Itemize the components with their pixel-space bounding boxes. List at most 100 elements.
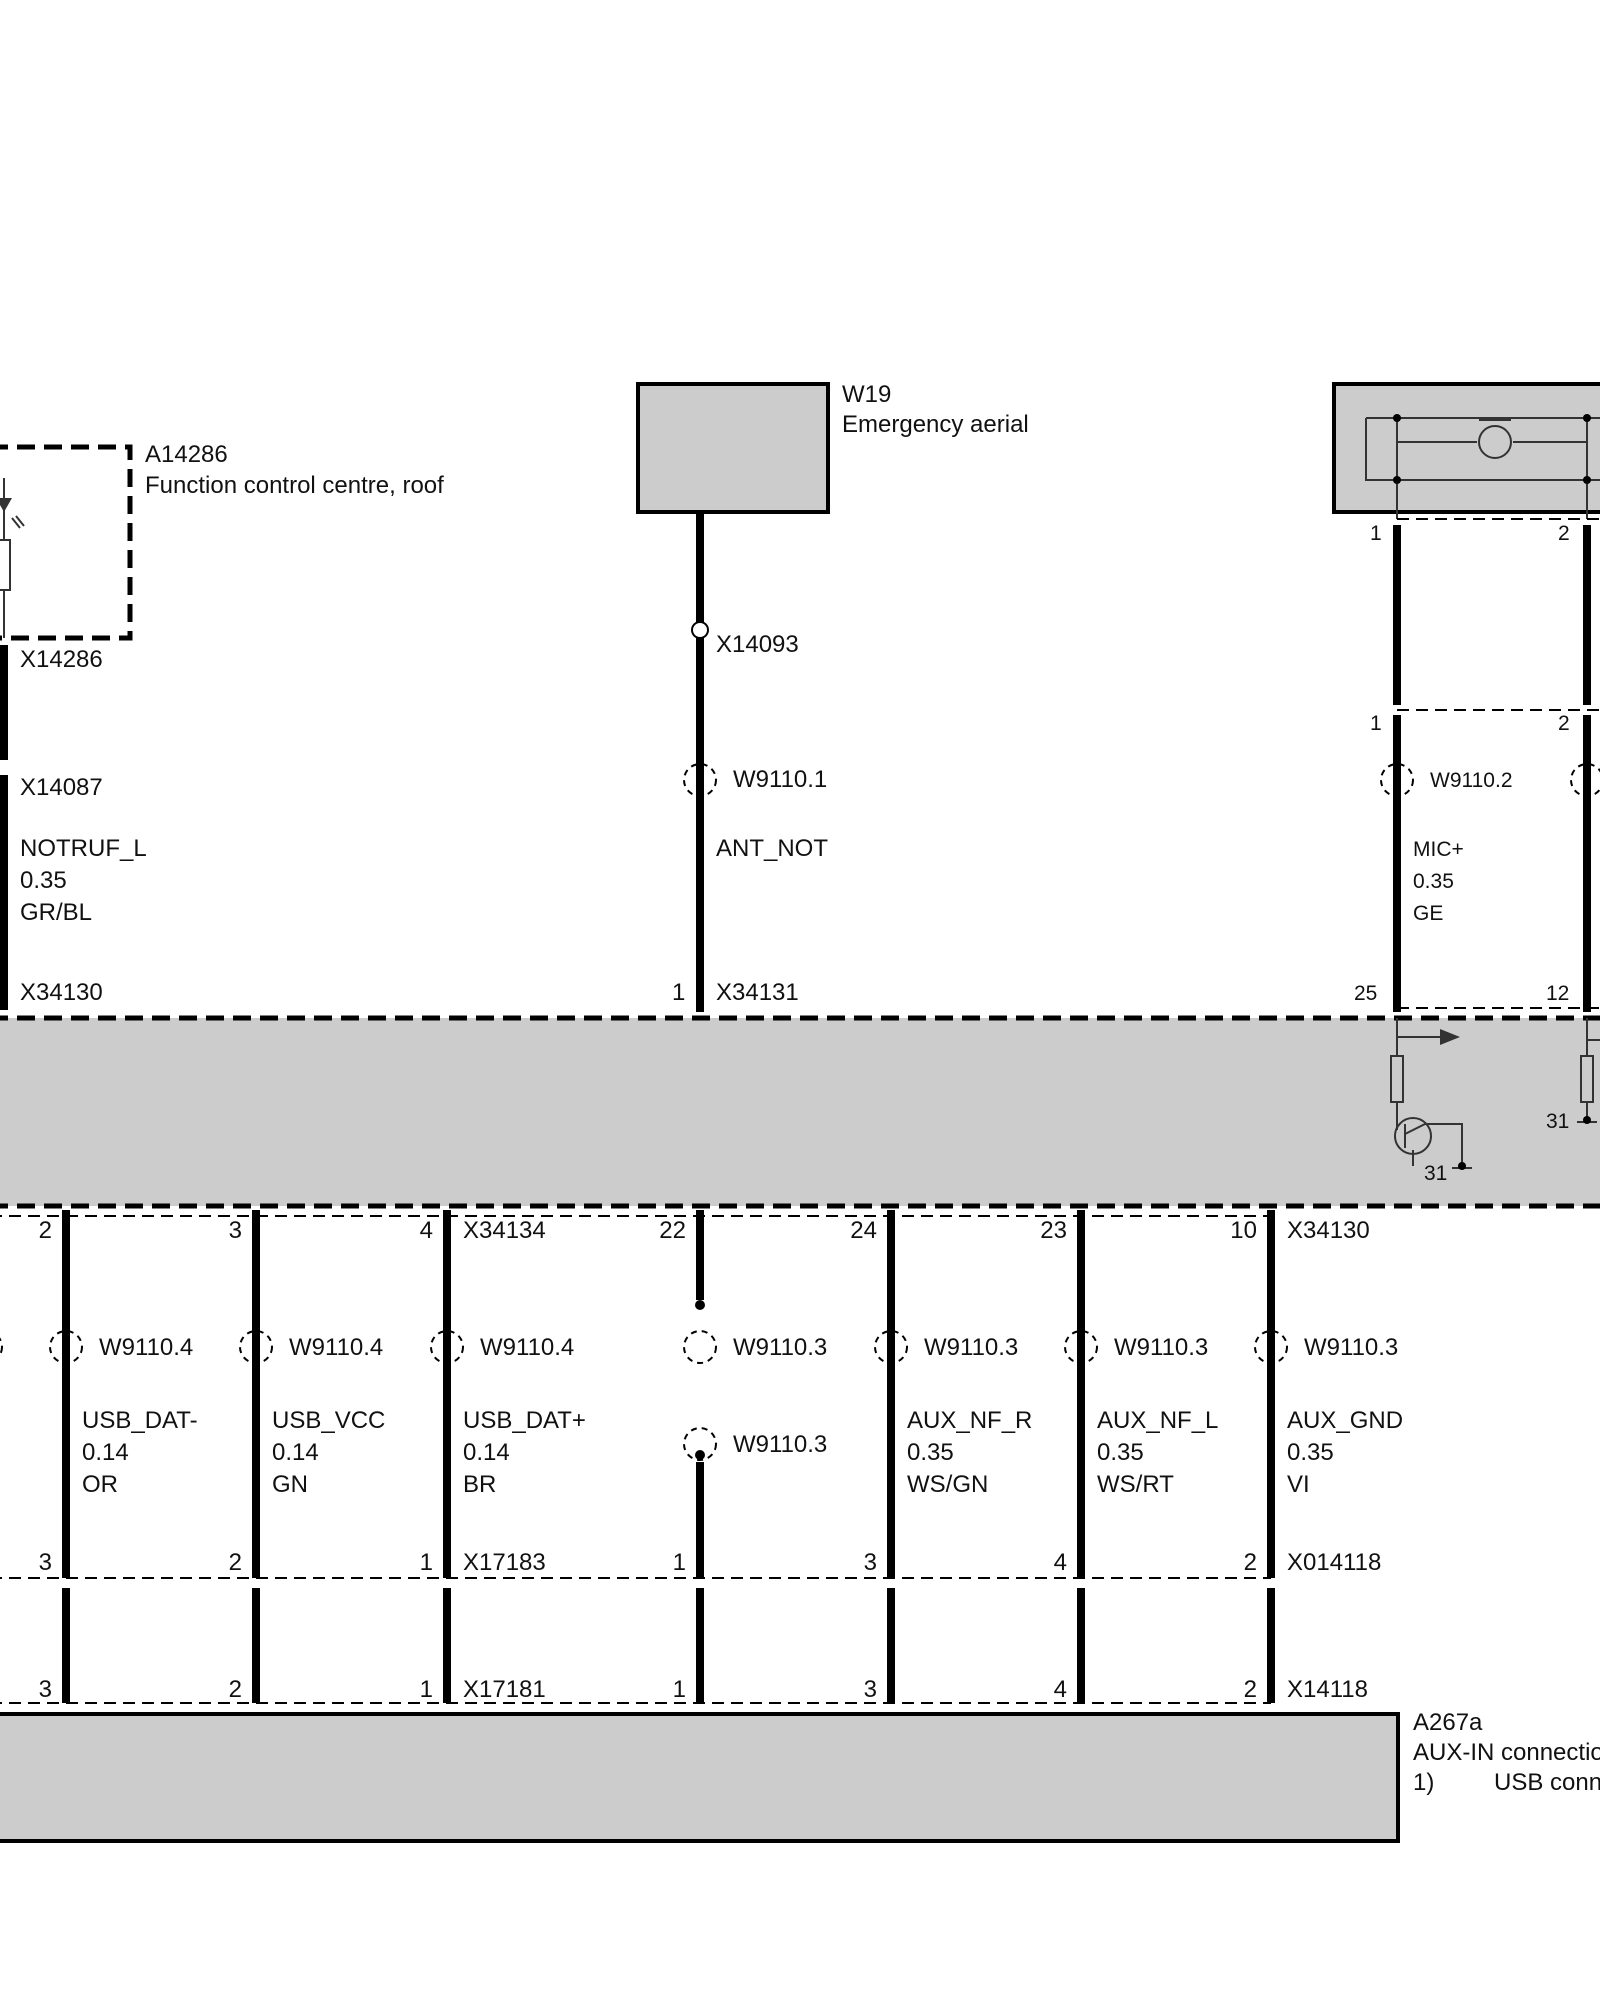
pin-label: 3 bbox=[39, 1676, 52, 1703]
wire-signal: MIC+ bbox=[1413, 838, 1464, 861]
wire-gauge: 0.14 bbox=[82, 1439, 129, 1466]
pin-label: 1 bbox=[1370, 712, 1382, 735]
a267a-note-text: USB conn bbox=[1494, 1769, 1600, 1796]
pin-label: 1 bbox=[420, 1549, 433, 1576]
pin-label: 23 bbox=[1040, 1217, 1067, 1244]
wire-color: WS/GN bbox=[907, 1471, 988, 1498]
pin-label: 1 bbox=[673, 1676, 686, 1703]
a14286-component-box bbox=[0, 444, 133, 641]
bottom-wire-harness: 4DW9110.4USB_DAT-0.14OR233W9110.4USB_VCC… bbox=[0, 1210, 1403, 1703]
shield-label: W9110.3 bbox=[1304, 1334, 1398, 1361]
wire-color: GN bbox=[272, 1471, 308, 1498]
shield-label: W9110.3 bbox=[1114, 1334, 1208, 1361]
wire-signal: AUX_NF_R bbox=[907, 1407, 1032, 1434]
connector-label: X14087 bbox=[20, 774, 103, 801]
pin-label: 12 bbox=[1546, 982, 1569, 1005]
connector-label: X17183 bbox=[463, 1549, 546, 1576]
wire-gauge: 0.35 bbox=[907, 1439, 954, 1466]
pin-label: 2 bbox=[229, 1676, 242, 1703]
a267a-name: AUX-IN connection bbox=[1413, 1739, 1600, 1766]
shield-label: W9110.4 bbox=[480, 1334, 574, 1361]
wire-gauge: 0.35 bbox=[1413, 870, 1454, 893]
connector-label: X14286 bbox=[20, 646, 103, 673]
connector-label: X14118 bbox=[1287, 1676, 1368, 1703]
pin-label: 3 bbox=[39, 1549, 52, 1576]
pin-label: 2 bbox=[1244, 1676, 1257, 1703]
wire-color: GR/BL bbox=[20, 899, 92, 926]
wire-signal: USB_DAT- bbox=[82, 1407, 198, 1434]
wire-signal: ANT_NOT bbox=[716, 835, 828, 862]
shield-label: W9110.4 bbox=[289, 1334, 383, 1361]
wire-gauge: 0.35 bbox=[1097, 1439, 1144, 1466]
wire-gauge: 0.14 bbox=[463, 1439, 510, 1466]
wire-d: 4D bbox=[0, 1337, 3, 1357]
microphone-symbol bbox=[1365, 414, 1600, 519]
wire-color: GE bbox=[1413, 902, 1443, 925]
pin-label: 1 bbox=[672, 979, 685, 1006]
connector-label: X34130 bbox=[20, 979, 103, 1006]
wire-signal: AUX_NF_L bbox=[1097, 1407, 1218, 1434]
connector-label: X34130 bbox=[1287, 1217, 1370, 1244]
w19-id: W19 bbox=[842, 381, 891, 408]
shield-label: W9110.2 bbox=[1430, 769, 1513, 792]
microphone-component-box bbox=[1332, 382, 1600, 514]
pin-label: 2 bbox=[229, 1549, 242, 1576]
shield-label: W9110.4 bbox=[99, 1334, 193, 1361]
connector-label: X014118 bbox=[1287, 1549, 1381, 1576]
connector-label: X34131 bbox=[716, 979, 799, 1006]
pin-label: 25 bbox=[1354, 982, 1377, 1005]
wire-color: WS/RT bbox=[1097, 1471, 1174, 1498]
a267a-id: A267a bbox=[1413, 1709, 1483, 1736]
pin-label: 2 bbox=[1244, 1549, 1257, 1576]
pin-label: 1 bbox=[420, 1676, 433, 1703]
pin-label: 1 bbox=[673, 1549, 686, 1576]
pin-label: 2 bbox=[1558, 712, 1570, 735]
w19-name: Emergency aerial bbox=[842, 411, 1029, 438]
wire-gauge: 0.14 bbox=[272, 1439, 319, 1466]
wire-ant-not: X14093 W9110.1 ANT_NOT 1 X34131 bbox=[672, 512, 828, 1012]
wire-signal: NOTRUF_L bbox=[20, 835, 147, 862]
pin-label: 24 bbox=[850, 1217, 877, 1244]
pin-label: 22 bbox=[659, 1217, 686, 1244]
wire-gauge: 0.35 bbox=[20, 867, 67, 894]
pin-label: 3 bbox=[864, 1549, 877, 1576]
pin-label: 10 bbox=[1230, 1217, 1257, 1244]
shield-label: W9110.3 bbox=[924, 1334, 1018, 1361]
shield-label: W9110.3 bbox=[733, 1334, 827, 1361]
control-module-band bbox=[0, 1018, 1600, 1206]
shield-label: W9110.3 bbox=[733, 1431, 827, 1458]
connector-label: X17181 bbox=[463, 1676, 546, 1703]
wire-mic: 1 2 1 2 W9110.2 MIC+ 0.35 GE 25 12 bbox=[1354, 518, 1600, 1012]
wire-color: OR bbox=[82, 1471, 118, 1498]
pin-label: 4 bbox=[420, 1217, 433, 1244]
a14286-id: A14286 bbox=[145, 441, 228, 468]
connector-label: X14093 bbox=[716, 631, 799, 658]
connector-label: X34134 bbox=[463, 1217, 546, 1244]
led-resistor-symbol bbox=[0, 478, 25, 638]
wire-notruf: X14286 X14087 NOTRUF_L 0.35 GR/BL X34130 bbox=[0, 645, 147, 1010]
pin-label: 3 bbox=[864, 1676, 877, 1703]
w19-component-box bbox=[636, 382, 830, 514]
pin-label: 4 bbox=[1054, 1676, 1067, 1703]
a14286-name: Function control centre, roof bbox=[145, 472, 444, 499]
pin-label: 4 bbox=[1054, 1549, 1067, 1576]
shield-label: W9110.1 bbox=[733, 766, 827, 793]
pin-label: 1 bbox=[1370, 522, 1382, 545]
wire-signal: AUX_GND bbox=[1287, 1407, 1403, 1434]
mic-amplifier-circuit: 31 31 bbox=[1390, 1018, 1600, 1185]
pin-label: 2 bbox=[1558, 522, 1570, 545]
wire-color: BR bbox=[463, 1471, 496, 1498]
wire-signal: USB_VCC bbox=[272, 1407, 385, 1434]
a267a-component-box bbox=[0, 1712, 1400, 1843]
pin-label: 3 bbox=[229, 1217, 242, 1244]
wire-color: VI bbox=[1287, 1471, 1310, 1498]
wire-signal: USB_DAT+ bbox=[463, 1407, 586, 1434]
